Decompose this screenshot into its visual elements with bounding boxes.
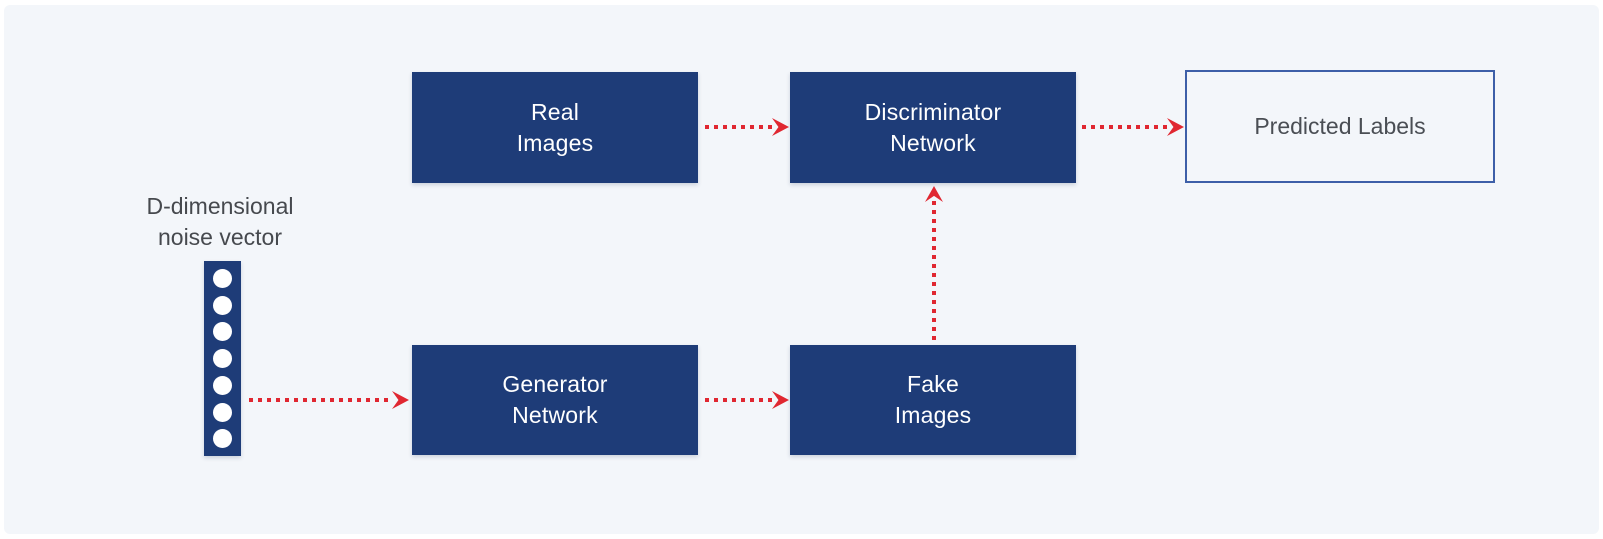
noise-dot — [213, 429, 232, 449]
noise-dot — [213, 402, 232, 422]
arrowhead-right-icon — [772, 391, 789, 409]
arrowhead-right-icon — [772, 118, 789, 136]
noise-vector-bar — [204, 261, 241, 456]
edge-fake-images-to-discriminator — [925, 186, 943, 342]
arrowhead-right-icon — [1167, 118, 1184, 136]
noise-vector-label-line2: noise vector — [157, 224, 282, 250]
node-generator-line1: Generator — [502, 371, 608, 397]
edge-discriminator-to-predicted-labels — [1082, 118, 1184, 136]
node-discriminator-line2: Network — [890, 129, 976, 156]
node-fake-images: Fake Images — [790, 345, 1076, 455]
noise-dot — [213, 322, 232, 342]
node-real-images-line1: Real — [530, 98, 580, 125]
node-real-images: Real Images — [412, 72, 698, 183]
node-generator-line2: Network — [512, 402, 598, 428]
dashed-line — [1082, 125, 1168, 129]
noise-dot — [213, 375, 232, 395]
node-discriminator-network: Discriminator Network — [790, 72, 1076, 183]
edge-real-images-to-discriminator — [705, 118, 789, 136]
node-generator-network: Generator Network — [412, 345, 698, 455]
noise-dot — [213, 295, 232, 315]
node-discriminator-line1: Discriminator — [864, 98, 1002, 125]
arrowhead-right-icon — [392, 391, 409, 409]
node-real-images-line2: Images — [516, 129, 594, 156]
dashed-line — [932, 201, 936, 342]
edge-noise-to-generator — [249, 391, 409, 409]
edge-generator-to-fake-images — [705, 391, 789, 409]
node-fake-images-line2: Images — [894, 402, 972, 428]
dashed-line — [705, 125, 773, 129]
noise-vector-label-line1: D-dimensional — [146, 193, 294, 219]
noise-dot — [213, 349, 232, 368]
noise-vector-label: D-dimensional noise vector — [100, 191, 340, 253]
node-predicted-labels-text: Predicted Labels — [1254, 113, 1426, 139]
dashed-line — [705, 398, 773, 402]
arrowhead-up-icon — [925, 186, 943, 202]
dashed-line — [249, 398, 393, 402]
noise-dot — [213, 268, 232, 288]
node-predicted-labels: Predicted Labels — [1185, 70, 1495, 183]
node-fake-images-line1: Fake — [907, 371, 959, 397]
